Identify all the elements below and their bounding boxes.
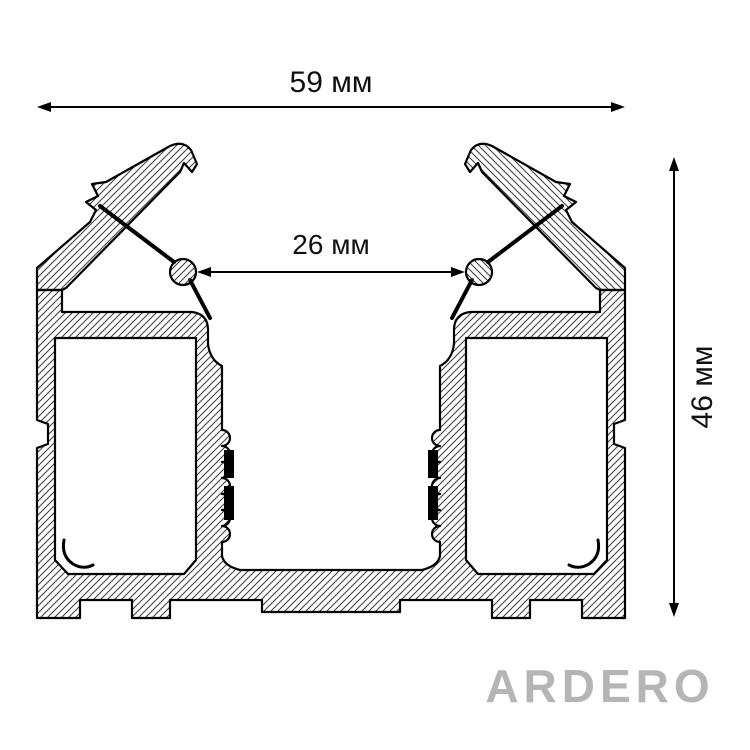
width-dimension-label: 59 мм bbox=[290, 66, 373, 99]
arrowhead-right-icon bbox=[451, 267, 465, 277]
arrowhead-left-icon bbox=[197, 267, 211, 277]
brand-logo: ARDERO bbox=[485, 660, 714, 712]
profile-body-section bbox=[35, 288, 627, 620]
width-dimension: 59 мм bbox=[37, 66, 625, 112]
inner-width-dimension-label: 26 мм bbox=[292, 229, 369, 260]
height-dimension: 46 мм bbox=[669, 157, 719, 617]
arrowhead-right-icon bbox=[611, 102, 625, 112]
arrowhead-left-icon bbox=[37, 102, 51, 112]
arrowhead-up-icon bbox=[669, 157, 679, 171]
inner-width-dimension: 26 мм bbox=[197, 229, 465, 277]
arrowhead-down-icon bbox=[669, 603, 679, 617]
height-dimension-label: 46 мм bbox=[686, 346, 719, 429]
